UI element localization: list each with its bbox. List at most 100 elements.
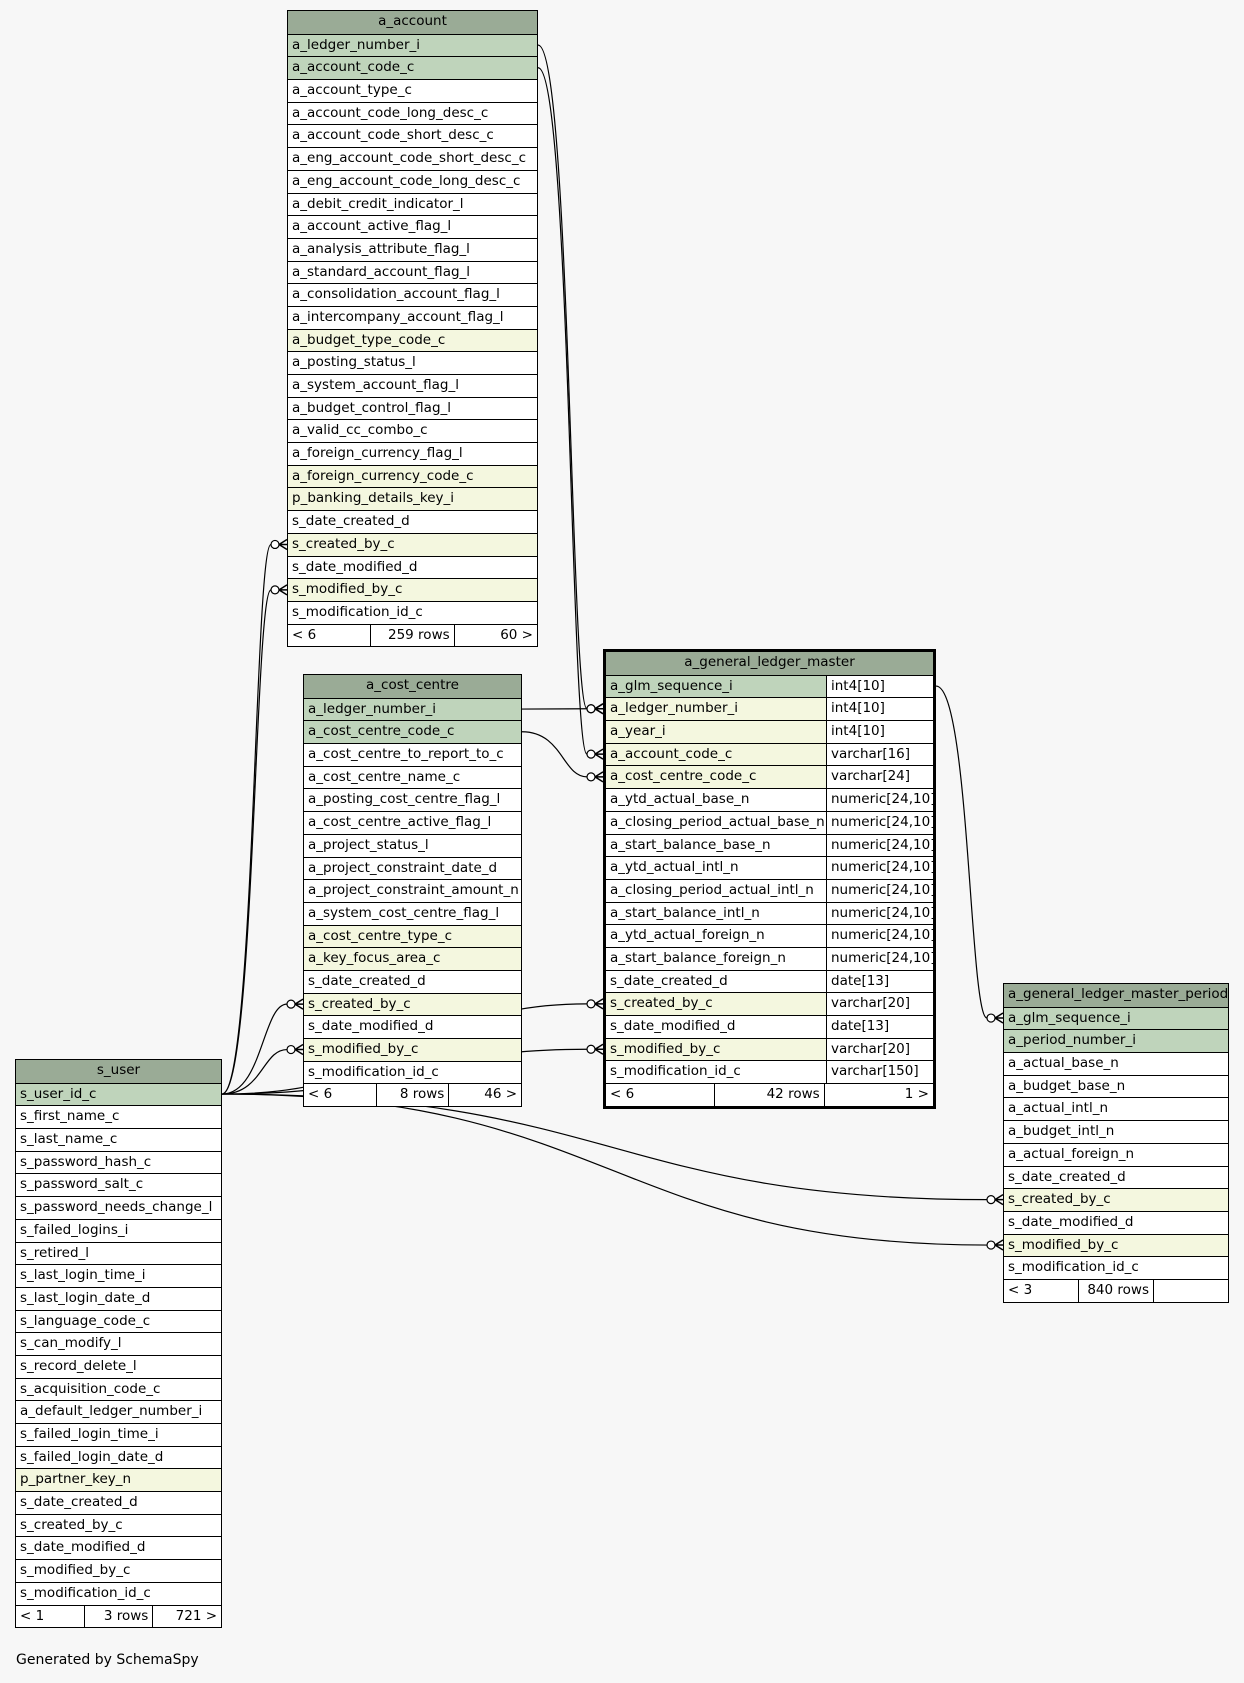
column-row[interactable]: a_consolidation_account_flag_l [288, 283, 537, 306]
column-row[interactable]: s_date_modified_d [288, 555, 537, 579]
column-row[interactable]: s_date_created_d [1004, 1165, 1228, 1189]
column-row[interactable]: s_modified_by_c [16, 1559, 221, 1582]
column-row[interactable]: s_can_modify_l [16, 1332, 221, 1355]
column-row[interactable]: a_project_constraint_amount_n [304, 879, 521, 902]
column-row[interactable]: a_account_code_short_desc_c [288, 124, 537, 148]
column-row[interactable]: a_default_ledger_number_i [16, 1400, 221, 1423]
column-row[interactable]: s_created_by_c [16, 1513, 221, 1537]
column-row[interactable]: a_actual_intl_n [1004, 1097, 1228, 1121]
column-row[interactable]: a_project_constraint_date_d [304, 856, 521, 880]
column-row[interactable]: a_cost_centre_type_c [304, 924, 521, 948]
column-row[interactable]: a_valid_cc_combo_c [288, 419, 537, 443]
column-row[interactable]: a_actual_base_n [1004, 1052, 1228, 1075]
column-row[interactable]: a_cost_centre_active_flag_l [304, 811, 521, 834]
column-row[interactable]: p_banking_details_key_i [288, 487, 537, 511]
column-row[interactable]: a_account_code_c [288, 56, 537, 80]
column-row[interactable]: s_created_by_c [304, 992, 521, 1016]
column-row[interactable]: a_account_type_c [288, 79, 537, 102]
column-row[interactable]: a_account_code_long_desc_c [288, 101, 537, 125]
column-row[interactable]: s_password_salt_c [16, 1173, 221, 1197]
column-row[interactable]: a_system_cost_centre_flag_l [304, 901, 521, 925]
column-row[interactable]: s_date_modified_d [16, 1536, 221, 1560]
column-row[interactable]: a_account_active_flag_l [288, 215, 537, 238]
column-row[interactable]: s_record_delete_l [16, 1354, 221, 1378]
column-row[interactable]: p_partner_key_n [16, 1468, 221, 1492]
column-row[interactable]: s_language_code_c [16, 1309, 221, 1333]
column-row[interactable]: a_debit_credit_indicator_l [288, 192, 537, 216]
column-row[interactable]: s_failed_logins_i [16, 1218, 221, 1242]
column-row[interactable]: s_retired_l [16, 1241, 221, 1265]
column-row[interactable]: s_modified_by_c [288, 578, 537, 601]
column-row[interactable]: s_created_by_c [1004, 1188, 1228, 1211]
column-row[interactable]: a_period_number_i [1004, 1029, 1228, 1053]
column-row[interactable]: a_cost_centre_code_c [304, 720, 521, 744]
column-row[interactable]: s_password_hash_c [16, 1150, 221, 1174]
column-row[interactable]: s_first_name_c [16, 1105, 221, 1129]
column-row[interactable]: a_standard_account_flag_l [288, 260, 537, 284]
column-row[interactable]: a_eng_account_code_short_desc_c [288, 147, 537, 170]
column-row[interactable]: a_cost_centre_name_c [304, 765, 521, 789]
column-row[interactable]: a_key_focus_area_c [304, 947, 521, 970]
column-row[interactable]: s_failed_login_date_d [16, 1445, 221, 1469]
column-row[interactable]: s_last_login_date_d [16, 1286, 221, 1310]
column-row[interactable]: s_modified_by_c [304, 1038, 521, 1061]
column-row[interactable]: s_date_created_d [288, 510, 537, 533]
column-row[interactable]: a_posting_status_l [288, 351, 537, 374]
column-row[interactable]: s_modification_id_c [1004, 1256, 1228, 1279]
column-row[interactable]: a_cost_centre_to_report_to_c [304, 743, 521, 766]
column-row[interactable]: a_budget_base_n [1004, 1074, 1228, 1098]
column-row[interactable]: a_system_account_flag_l [288, 374, 537, 397]
column-row[interactable]: a_actual_foreign_n [1004, 1142, 1228, 1166]
column-row[interactable]: a_budget_control_flag_l [288, 396, 537, 420]
column-row[interactable]: s_modification_id_c [304, 1060, 521, 1084]
column-row[interactable]: s_last_login_time_i [16, 1264, 221, 1287]
column-row[interactable]: s_acquisition_code_c [16, 1377, 221, 1401]
column-row[interactable]: s_date_created_d [304, 969, 521, 993]
column-row[interactable]: a_ledger_number_i [288, 33, 537, 57]
column-row[interactable]: a_intercompany_account_flag_l [288, 305, 537, 329]
column-row[interactable]: a_analysis_attribute_flag_l [288, 237, 537, 261]
column-row[interactable]: s_date_modified_d [304, 1015, 521, 1038]
column-row[interactable]: s_modification_id_c [16, 1581, 221, 1605]
column-row[interactable]: a_project_status_l [304, 833, 521, 857]
column-row[interactable]: s_created_by_c [288, 532, 537, 556]
column-row[interactable]: s_password_needs_change_l [16, 1196, 221, 1219]
column-row[interactable]: a_budget_intl_n [1004, 1120, 1228, 1143]
column-row[interactable]: a_foreign_currency_flag_l [288, 442, 537, 465]
column-row[interactable]: a_ledger_number_i [304, 697, 521, 721]
column-row[interactable]: s_modified_by_c [1004, 1233, 1228, 1257]
column-row[interactable]: s_last_name_c [16, 1128, 221, 1151]
column-row[interactable]: a_posting_cost_centre_flag_l [304, 788, 521, 812]
column-row[interactable]: s_date_modified_d [1004, 1210, 1228, 1234]
column-row[interactable]: a_foreign_currency_code_c [288, 464, 537, 488]
column-row[interactable]: s_failed_login_time_i [16, 1423, 221, 1446]
column-row[interactable]: s_user_id_c [16, 1082, 221, 1106]
column-row[interactable]: s_date_created_d [16, 1491, 221, 1514]
column-row[interactable]: s_modification_id_c [288, 600, 537, 624]
column-row[interactable]: a_budget_type_code_c [288, 328, 537, 352]
column-row[interactable]: a_glm_sequence_i [1004, 1006, 1228, 1030]
column-row[interactable]: a_eng_account_code_long_desc_c [288, 169, 537, 193]
